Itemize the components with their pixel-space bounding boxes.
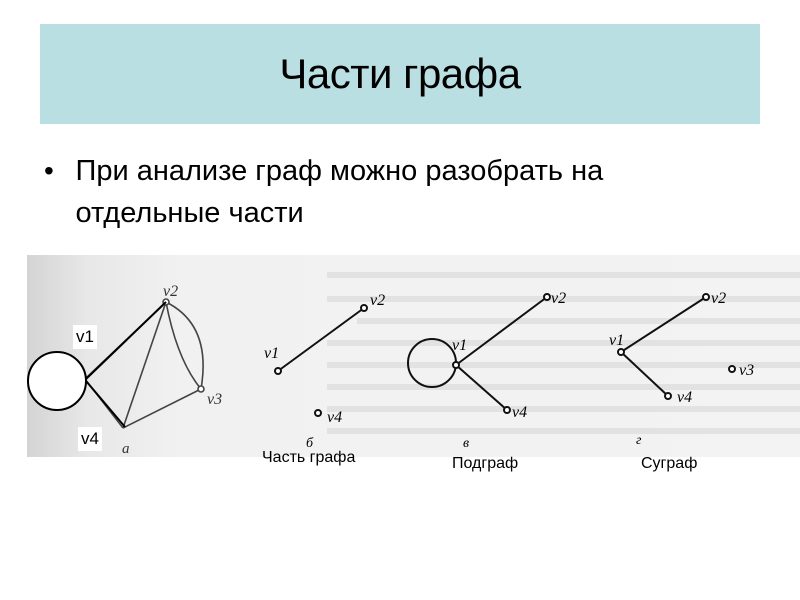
panel-b-letter: б xyxy=(306,436,314,451)
panel-v-letter: в xyxy=(463,436,469,451)
a-v2-label: v2 xyxy=(163,283,178,300)
graph-figure: v2 v3 a v1 v2 v4 б v1 v2 v4 в xyxy=(27,255,800,457)
panel-a-letter: a xyxy=(122,441,130,457)
v-v4-label: v4 xyxy=(512,404,527,421)
panel-g-letter: г xyxy=(636,433,642,448)
caption-part-of-graph: Часть графа xyxy=(262,449,356,466)
overlay-label-v1: v1 xyxy=(73,325,97,349)
g-v4-label: v4 xyxy=(677,389,692,406)
panel-v-graph xyxy=(407,293,551,414)
caption-spanning-subgraph: Суграф xyxy=(641,455,698,472)
slide-title: Части графа xyxy=(279,50,521,97)
a-v3-label: v3 xyxy=(207,391,222,408)
caption-subgraph: Подграф xyxy=(452,455,519,472)
g-v3-label: v3 xyxy=(739,362,754,379)
v-v1-label: v1 xyxy=(452,337,467,354)
bullet-icon: • xyxy=(44,155,54,186)
v-v2-label: v2 xyxy=(551,290,566,307)
loop-circle-a xyxy=(27,351,87,411)
g-v2-label: v2 xyxy=(711,290,726,307)
bullet-text: При анализе граф можно разобрать на отде… xyxy=(75,155,604,229)
overlay-label-v4: v4 xyxy=(78,427,102,451)
bullet-item: • При анализе граф можно разобрать на от… xyxy=(44,150,744,234)
panel-b-graph xyxy=(274,304,368,417)
g-v1-label: v1 xyxy=(609,332,624,349)
graph-drawings: v2 v3 a v1 v2 v4 б v1 v2 v4 в xyxy=(27,272,800,457)
b-v1-label: v1 xyxy=(264,345,279,362)
panel-g-graph xyxy=(617,293,736,400)
b-v2-label: v2 xyxy=(370,292,385,309)
title-banner: Части графа xyxy=(40,24,760,124)
b-v4-label: v4 xyxy=(327,409,342,426)
